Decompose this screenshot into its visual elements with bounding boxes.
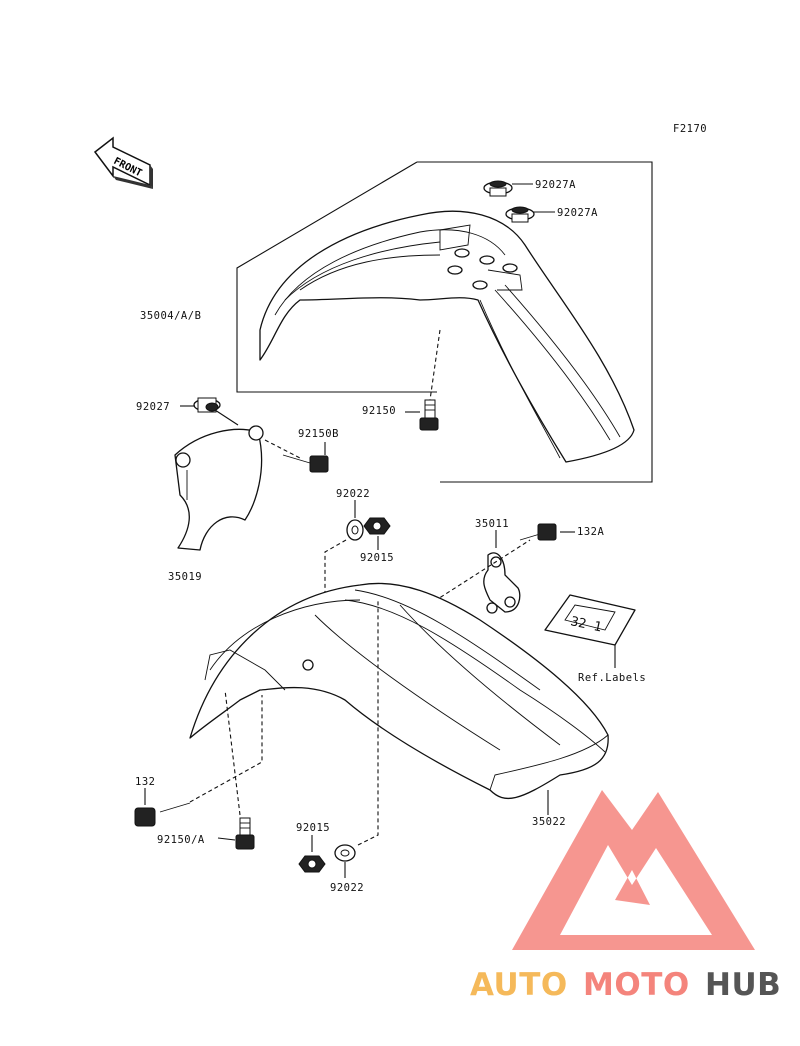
- watermark-logo: [512, 790, 755, 950]
- fender-outline-box-left: [236, 161, 437, 393]
- bracket-35011: [483, 552, 521, 614]
- rear-fender-35022: [189, 582, 609, 800]
- ref-label-decal-text: 32 1: [569, 614, 603, 635]
- label-92150a: 92150/A: [157, 834, 205, 846]
- label-132a: 132A: [577, 526, 604, 538]
- label-35004: 35004/A/B: [140, 310, 201, 322]
- ref-label-decal: 32 1: [544, 594, 636, 646]
- label-92027: 92027: [136, 401, 170, 413]
- front-fender-35004: [259, 210, 635, 463]
- label-92150b: 92150B: [298, 428, 339, 440]
- bolt-92150b: [282, 454, 329, 473]
- label-92027a-2: 92027A: [557, 207, 598, 219]
- label-92022-top: 92022: [336, 488, 370, 500]
- label-92150: 92150: [362, 405, 396, 417]
- watermark-text-moto: MOTO: [583, 967, 690, 1003]
- grommet-92027a-2: [505, 206, 535, 223]
- washer-92022-top: [346, 519, 364, 541]
- label-ref-labels: Ref.Labels: [578, 672, 646, 684]
- label-92022-bottom: 92022: [330, 882, 364, 894]
- label-132: 132: [135, 776, 155, 788]
- watermark-text-hub: HUB: [705, 967, 781, 1003]
- nut-92015-bottom: [298, 855, 326, 873]
- label-35022: 35022: [532, 816, 566, 828]
- figure-code: F2170: [673, 123, 707, 135]
- label-35011: 35011: [475, 518, 509, 530]
- grommet-92027: [193, 397, 221, 413]
- front-arrow-icon: FRONT: [93, 136, 153, 189]
- label-35019: 35019: [168, 571, 202, 583]
- label-92027a-1: 92027A: [535, 179, 576, 191]
- washer-92022-bottom: [334, 844, 356, 862]
- fender-outline-box: [417, 161, 653, 483]
- bolt-92150: [419, 399, 439, 431]
- bolt-132a: [519, 523, 557, 541]
- label-92015-bottom: 92015: [296, 822, 330, 834]
- watermark-text-auto: AUTO: [470, 967, 568, 1003]
- label-92015-top: 92015: [360, 552, 394, 564]
- bolt-92150a: [235, 817, 255, 850]
- nut-92015-top: [363, 517, 391, 535]
- grommet-92027a-1: [483, 180, 513, 197]
- cover-35019: [174, 425, 264, 551]
- bolt-132: [134, 802, 191, 827]
